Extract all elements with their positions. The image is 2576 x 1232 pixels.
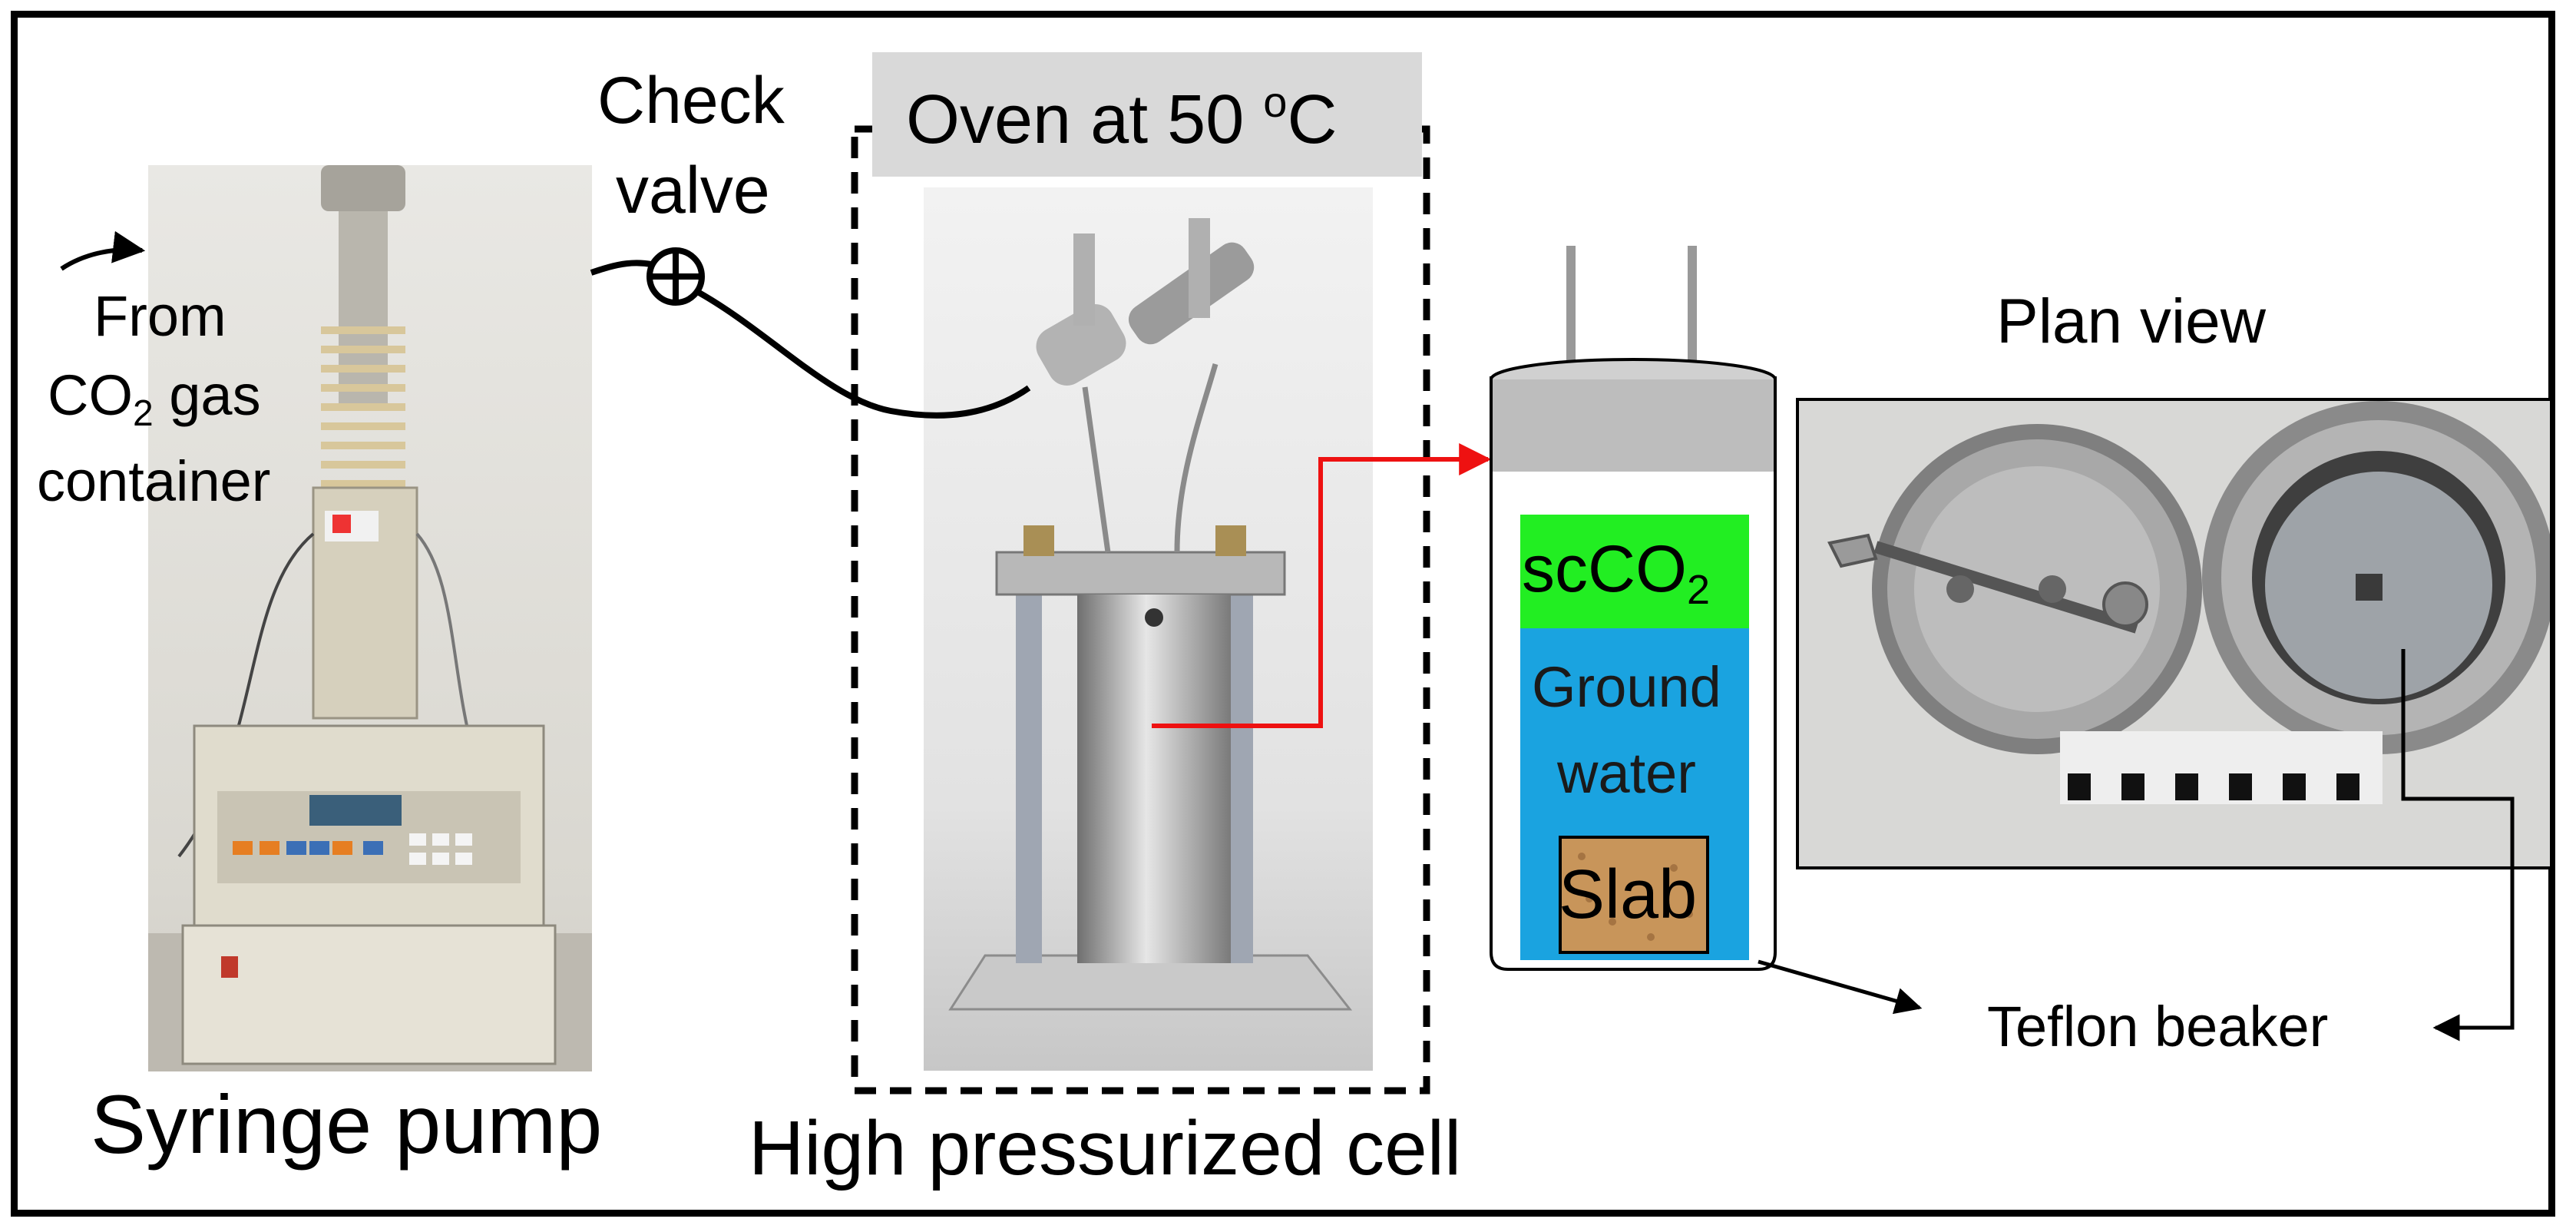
beaker-electrode-left <box>1566 246 1576 384</box>
inlet-arrow <box>60 230 146 271</box>
source-co-text: CO <box>48 363 133 427</box>
high-pressurized-cell-label: High pressurized cell <box>749 1105 1462 1191</box>
plan-view-drawing <box>1827 401 2550 804</box>
groundwater-label-line1: Ground <box>1532 655 1721 719</box>
syringe-pump-photo <box>148 165 592 1071</box>
oven-label-background <box>872 52 1422 177</box>
source-label-line3: container <box>37 449 271 513</box>
plan-view-label: Plan view <box>1996 286 2266 356</box>
beaker-leader-arrow <box>1758 959 1923 1015</box>
oven-label-degree: o <box>1263 78 1288 126</box>
scco2-layer-label: scCO2 <box>1522 536 1710 611</box>
oven-boundary <box>851 125 1430 1095</box>
source-gas-text: gas <box>153 363 261 427</box>
check-valve-label-line1: Check <box>597 64 785 137</box>
beaker-electrode-right <box>1688 246 1697 384</box>
valve-to-cell-tube <box>693 287 1031 419</box>
pressure-cell-photo <box>924 187 1373 1071</box>
beaker-lid <box>1491 379 1775 472</box>
plan-view-leader-arrow <box>2401 649 2515 1042</box>
groundwater-label-line2: water <box>1557 741 1696 805</box>
scco2-layer <box>1520 515 1749 628</box>
source-label-line1: From <box>94 284 227 348</box>
oven-label-unit: C <box>1287 81 1338 158</box>
cell-to-beaker-connector <box>1152 443 1492 728</box>
source-label-line2: CO2 gas <box>48 367 261 432</box>
scco2-text: scCO <box>1522 532 1687 606</box>
circle-plus-icon <box>646 247 705 306</box>
oven-label-text: Oven at 50 <box>906 81 1264 158</box>
scco2-subscript: 2 <box>1687 567 1711 613</box>
slab-label: Slab <box>1559 856 1698 933</box>
check-valve-label-line2: valve <box>616 154 770 227</box>
source-co-subscript: 2 <box>133 393 154 434</box>
syringe-pump-drawing <box>148 165 592 1071</box>
plan-view-photo <box>1796 398 2553 869</box>
syringe-pump-label: Syringe pump <box>91 1078 603 1171</box>
pressure-cell-drawing <box>948 218 1353 1011</box>
oven-label: Oven at 50 oC <box>906 78 1337 155</box>
teflon-beaker-label: Teflon beaker <box>1987 995 2329 1058</box>
